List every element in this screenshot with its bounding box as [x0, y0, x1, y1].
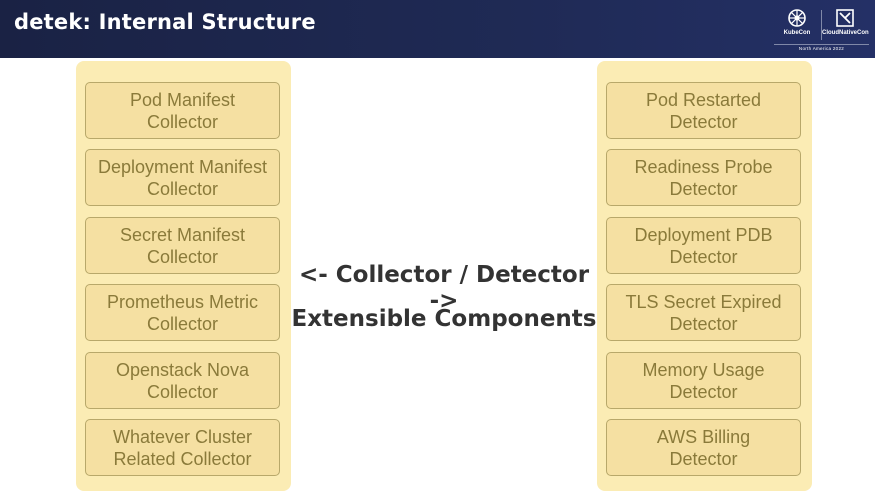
collector-label: Deployment Manifest Collector [97, 156, 268, 199]
collector-box: Prometheus Metric Collector [85, 284, 280, 341]
detector-box: Deployment PDB Detector [606, 217, 801, 274]
event-logos: KubeCon CloudNativeCon North America 202… [774, 6, 869, 52]
collector-label: Pod Manifest Collector [129, 89, 236, 132]
collector-label: Prometheus Metric Collector [106, 291, 259, 334]
slide-header: detek: Internal Structure KubeCon Cloud [0, 0, 875, 58]
detector-box: Memory Usage Detector [606, 352, 801, 409]
collector-box: Secret Manifest Collector [85, 217, 280, 274]
collector-box: Openstack Nova Collector [85, 352, 280, 409]
collector-label: Secret Manifest Collector [119, 224, 246, 267]
detector-label: TLS Secret Expired Detector [625, 291, 782, 334]
collector-label: Openstack Nova Collector [115, 359, 250, 402]
detector-box: Pod Restarted Detector [606, 82, 801, 139]
kubecon-logo: KubeCon [774, 6, 820, 42]
detector-label: Readiness Probe Detector [634, 156, 773, 199]
detector-box: AWS Billing Detector [606, 419, 801, 476]
collector-box: Pod Manifest Collector [85, 82, 280, 139]
logo-divider [821, 10, 822, 40]
detector-label: Memory Usage Detector [642, 359, 765, 402]
detector-label: Pod Restarted Detector [645, 89, 762, 132]
collectors-panel: Pod Manifest Collector Deployment Manife… [76, 61, 291, 491]
kubecon-wheel-icon [788, 9, 806, 27]
cloudnativecon-label: CloudNativeCon [822, 30, 869, 36]
collector-detector-caption: <- Collector / Detector -> [298, 262, 590, 314]
detectors-panel: Pod Restarted Detector Readiness Probe D… [597, 61, 812, 491]
kubecon-label: KubeCon [783, 30, 811, 36]
cncf-icon [836, 9, 854, 27]
detector-box: TLS Secret Expired Detector [606, 284, 801, 341]
detector-box: Readiness Probe Detector [606, 149, 801, 206]
extensible-components-caption: Extensible Components [291, 306, 597, 332]
collector-box: Whatever Cluster Related Collector [85, 419, 280, 476]
collector-label: Whatever Cluster Related Collector [112, 426, 253, 469]
event-label: North America 2022 [774, 44, 869, 51]
cloudnativecon-logo: CloudNativeCon [822, 6, 869, 42]
detector-label: AWS Billing Detector [656, 426, 751, 469]
slide-title: detek: Internal Structure [14, 10, 316, 34]
detector-label: Deployment PDB Detector [634, 224, 773, 267]
collector-box: Deployment Manifest Collector [85, 149, 280, 206]
